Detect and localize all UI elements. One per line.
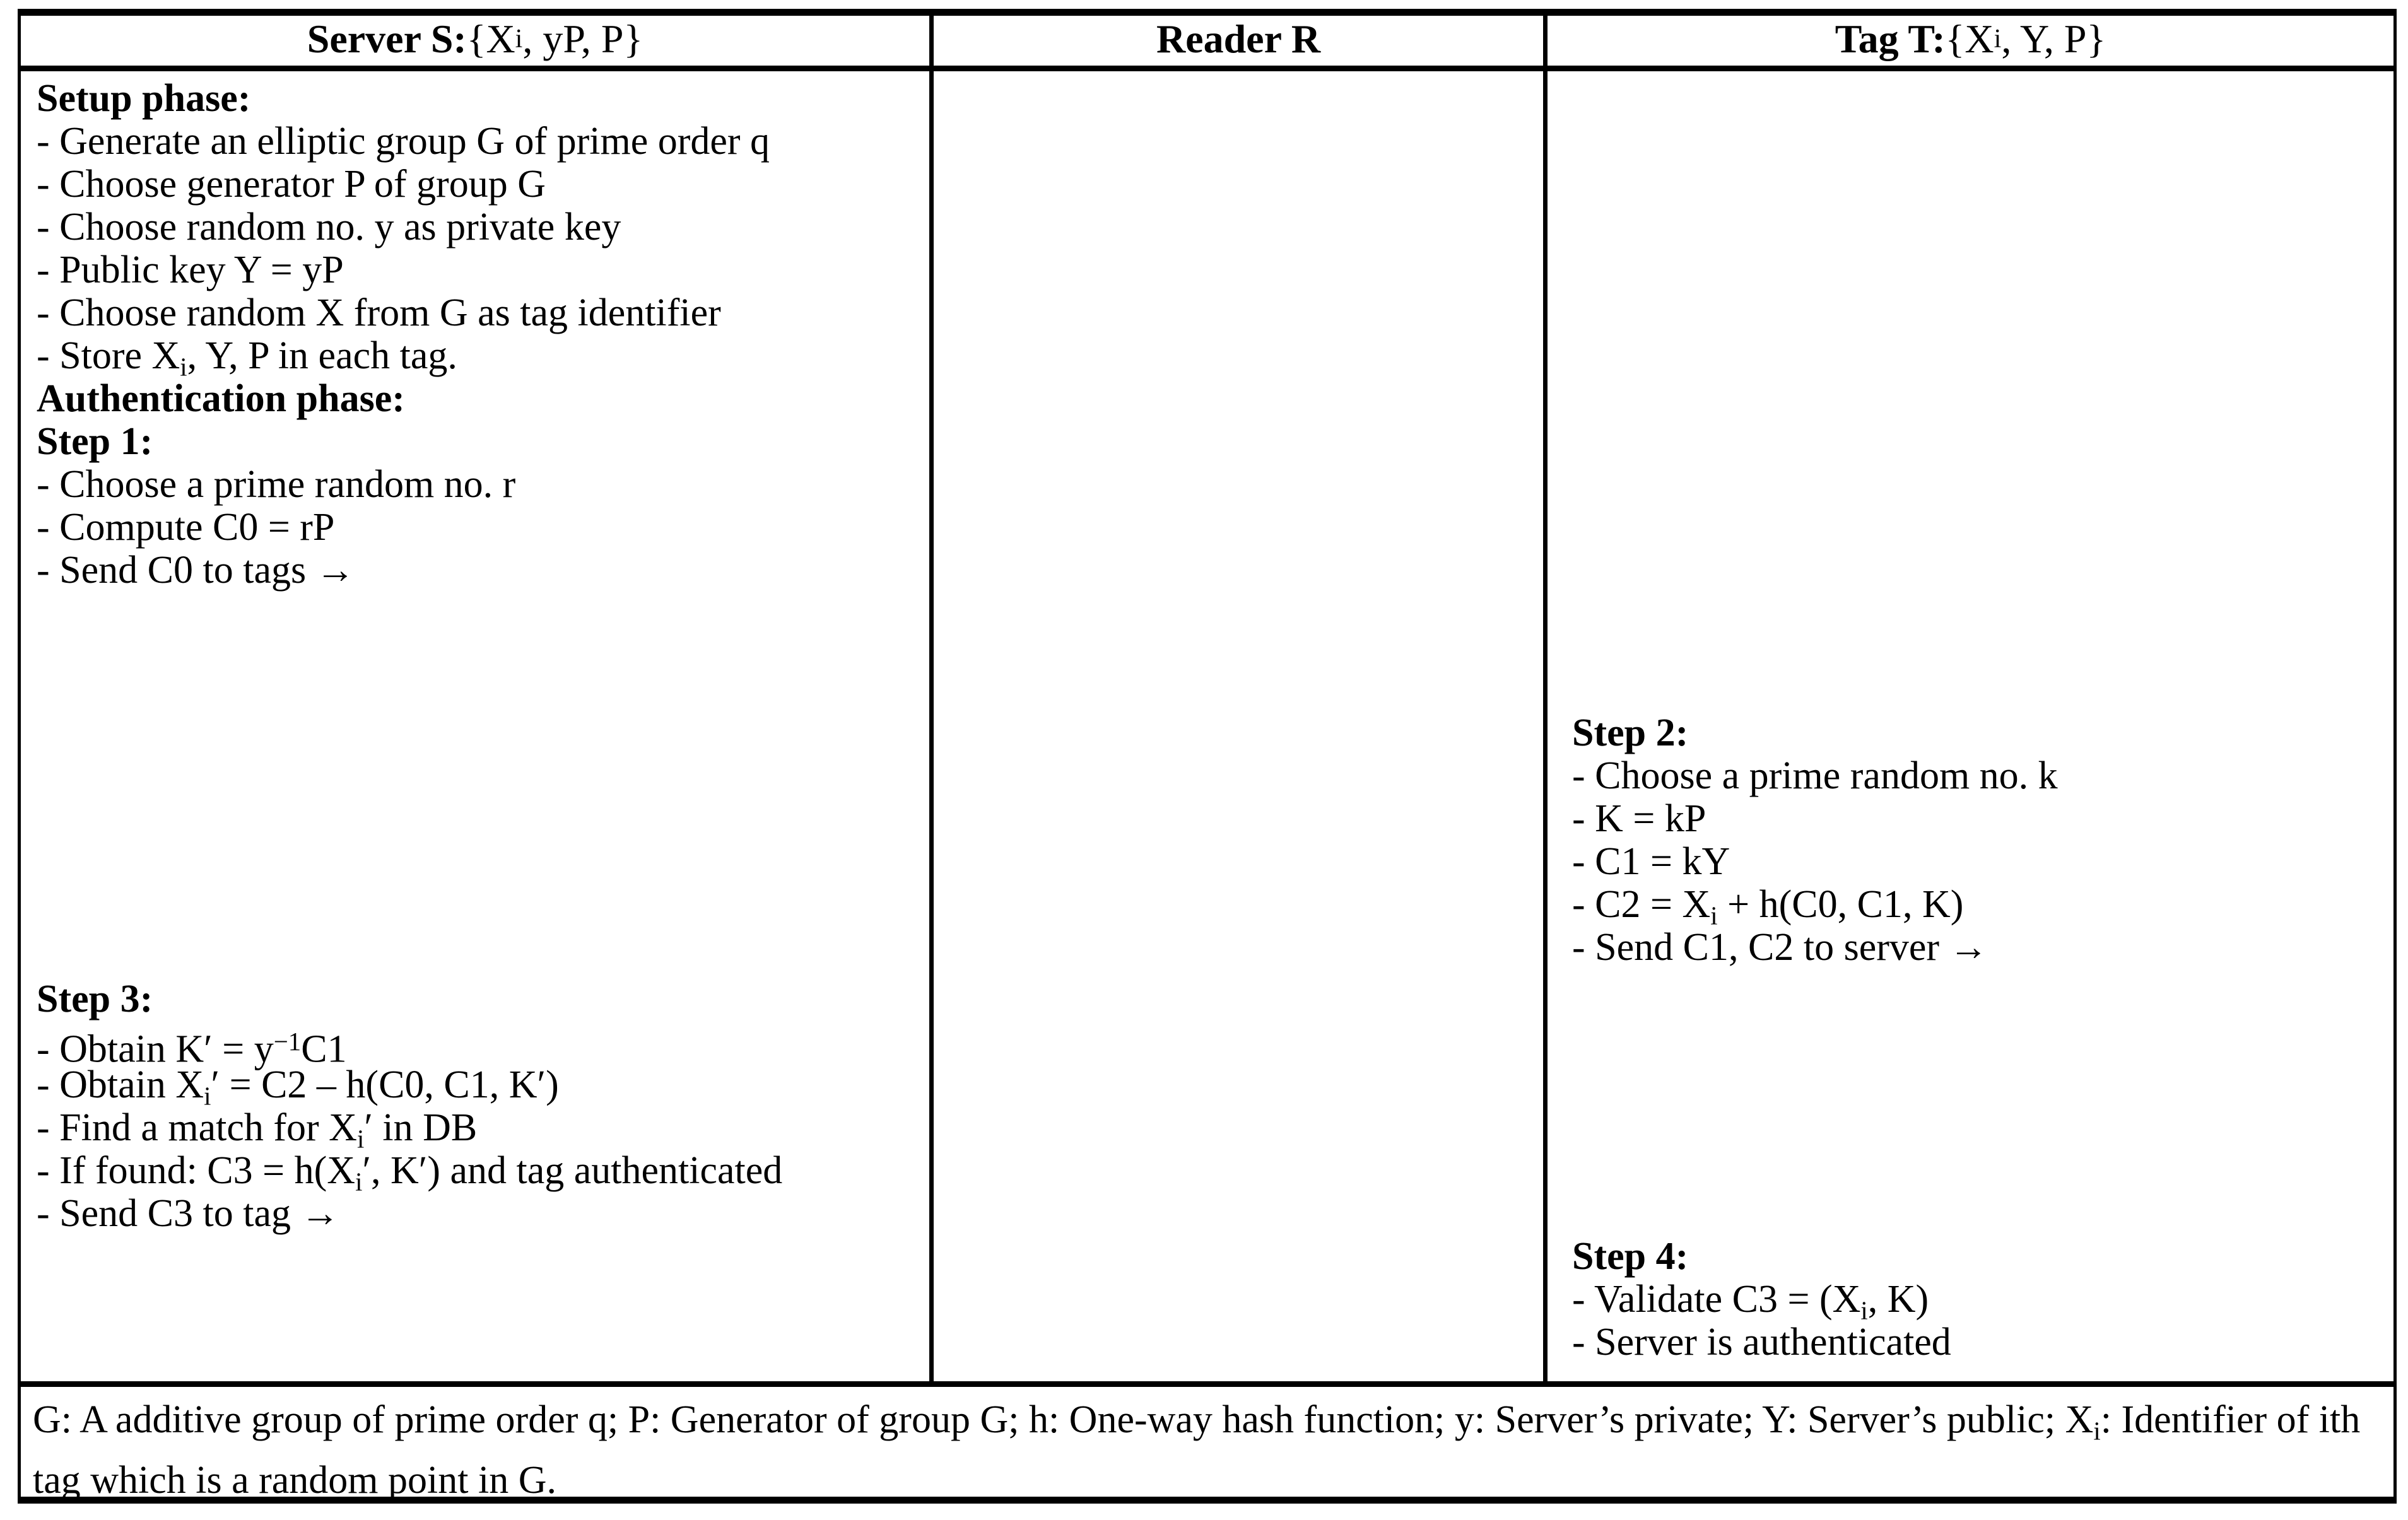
tag-step-2-block: Step 2: - Choose a prime random no. k - … (1572, 711, 2058, 969)
column-header-server-params: {X (466, 16, 515, 61)
authentication-phase-heading: Authentication phase: (37, 377, 405, 420)
step-4-heading: Step 4: (1572, 1235, 1689, 1278)
setup-item: - Choose random X from G as tag identifi… (37, 291, 721, 334)
table-top-border (18, 9, 2397, 16)
server-authentication-phase-block: Authentication phase: Step 1: - Choose a… (37, 334, 515, 592)
step-2-item: - Choose a prime random no. k (1572, 754, 2058, 797)
header-separator-rule (18, 66, 2397, 71)
step-2-heading: Step 2: (1572, 711, 1689, 754)
setup-store-post: , Y, P in each tag. (187, 334, 457, 377)
table-bottom-border (18, 1497, 2397, 1504)
step-2-send-c1-c2: - Send C1, C2 to server → (1572, 926, 1988, 969)
step-3-heading: Step 3: (37, 978, 153, 1020)
step-3-find-match-subscript: i (356, 1125, 365, 1154)
legend-line-2-pre: public; X (1946, 1398, 2094, 1441)
legend-row: G: A additive group of prime order q; P:… (33, 1395, 2373, 1505)
step-2-item: - C1 = kY (1572, 840, 1730, 883)
step-3-if-found-subscript: i (355, 1167, 363, 1196)
column-divider-server-reader (929, 9, 934, 1387)
step-4-validate-c3: - Validate C3 = (Xi, K) (1572, 1278, 1951, 1325)
table-right-border (2393, 9, 2397, 1504)
step-3-obtain-k-superscript: −1 (273, 1027, 302, 1056)
step-4-validate-pre: - Validate C3 = (X (1572, 1278, 1861, 1321)
step-4-server-authenticated: - Server is authenticated (1572, 1321, 1951, 1364)
step-1-item-send: - Send C0 to tags → (37, 549, 355, 592)
step-3-obtain-xi-post: ′ = C2 – h(C0, C1, K′) (211, 1063, 559, 1106)
setup-store-pre: - Store X (37, 334, 180, 377)
step-3-obtain-xi-pre: - Obtain X (37, 1063, 204, 1106)
table-left-border (18, 9, 21, 1504)
column-header-server-subscript: i (515, 23, 523, 54)
column-divider-reader-tag (1543, 9, 1548, 1387)
auth-phase-spacer (37, 334, 515, 377)
legend-separator-rule (18, 1381, 2397, 1387)
tag-step-4-block: Step 4: - Validate C3 = (Xi, K) - Server… (1572, 1235, 1951, 1364)
setup-phase-heading: Setup phase: (37, 77, 251, 120)
step-3-find-match-post: ′ in DB (364, 1106, 478, 1149)
step-2-c2-subscript: i (1710, 901, 1718, 930)
setup-store-subscript: i (180, 353, 187, 382)
setup-item: - Generate an elliptic group G of prime … (37, 120, 770, 163)
column-header-tag-params-tail: , Y, P} (2001, 16, 2106, 61)
step-1-item: - Choose a prime random no. r (37, 463, 516, 506)
step-2-c2-pre: - C2 = X (1572, 883, 1711, 926)
step-1-item: - Compute C0 = rP (37, 506, 335, 549)
column-header-tag-subscript: i (1994, 23, 2002, 54)
step-3-obtain-xi: - Obtain Xi′ = C2 – h(C0, C1, K′) (37, 1063, 782, 1110)
step-3-send-c3: - Send C3 to tag → (37, 1192, 340, 1235)
step-3-obtain-k-pre: - Obtain K′ = y (37, 1027, 274, 1071)
step-3-find-match: - Find a match for Xi′ in DB (37, 1106, 782, 1153)
legend-line-2-post: : Identifier of ith tag which is a rando… (33, 1398, 2361, 1502)
column-header-reader: Reader R (934, 14, 1543, 64)
step-3-obtain-k-post: C1 (301, 1027, 347, 1071)
step-2-item: - K = kP (1572, 797, 1706, 840)
setup-item: - Choose generator P of group G (37, 163, 546, 206)
server-step-3-block: Step 3: - Obtain K′ = y−1C1 - Obtain Xi′… (37, 978, 782, 1235)
column-header-server-params-tail: , yP, P} (522, 16, 643, 61)
step-2-compute-c2: - C2 = Xi + h(C0, C1, K) (1572, 883, 2058, 930)
setup-item-store: - Store Xi, Y, P in each tag. (37, 334, 770, 381)
step-3-obtain-xi-subscript: i (204, 1082, 211, 1111)
step-1-heading: Step 1: (37, 420, 153, 463)
legend-line-2-subscript: i (2093, 1417, 2101, 1446)
step-4-validate-subscript: i (1860, 1296, 1868, 1325)
step-3-if-found-post: ′, K′) and tag authenticated (362, 1149, 783, 1192)
step-2-c2-post: + h(C0, C1, K) (1717, 883, 1964, 926)
step-4-validate-post: , K) (1867, 1278, 1929, 1321)
setup-item: - Choose random no. y as private key (37, 206, 621, 248)
legend-line-1: G: A additive group of prime order q; P:… (33, 1398, 1937, 1441)
setup-item: - Public key Y = yP (37, 248, 344, 291)
column-header-reader-label: Reader R (1156, 16, 1321, 61)
step-3-find-match-pre: - Find a match for X (37, 1106, 357, 1149)
column-header-tag-params: {X (1945, 16, 1994, 61)
column-header-tag-label: Tag T: (1835, 16, 1946, 61)
step-3-if-found-pre: - If found: C3 = h(X (37, 1149, 356, 1192)
server-setup-phase-block: Setup phase: - Generate an elliptic grou… (37, 77, 770, 381)
step-3-if-found: - If found: C3 = h(Xi′, K′) and tag auth… (37, 1149, 783, 1196)
step-3-obtain-k: - Obtain K′ = y−1C1 (37, 1020, 782, 1070)
column-header-server-label: Server S: (307, 16, 467, 61)
